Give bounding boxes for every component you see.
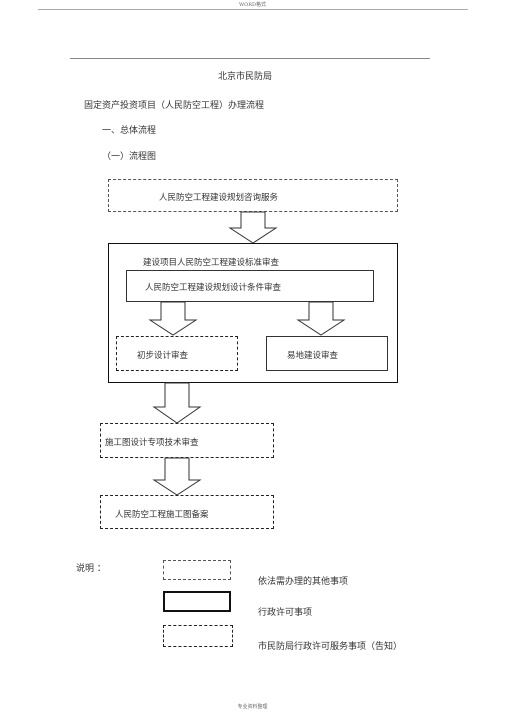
section-heading: 一、总体流程 [102, 126, 157, 136]
flow-arrow-4 [152, 457, 202, 496]
standard-review-group: 建设项目人民防空工程建设标准审查 [108, 243, 398, 383]
step-relocation-review-label: 易地建设审查 [287, 351, 339, 361]
agency-name: 北京市民防局 [218, 72, 273, 82]
legend-dash-dot-swatch [163, 625, 233, 647]
step-construction-drawing-review-box: 施工图设计专项技术审查 [100, 423, 274, 458]
flow-arrow-2b [296, 301, 346, 336]
step-design-conditions-box: 人民防空工程建设规划设计条件审查 [126, 270, 374, 302]
legend-dash-dot-text: 市民防局行政许可服务事项（告知） [258, 642, 403, 652]
flow-arrow-2a [148, 301, 198, 336]
subsection-heading: （一）流程图 [102, 152, 157, 162]
legend-dashed-swatch [163, 560, 231, 580]
page-title: 固定资产投资项目（人民防空工程）办理流程 [84, 101, 265, 111]
step-drawing-filing-box: 人民防空工程施工图备案 [100, 495, 274, 529]
step-relocation-review-box: 易地建设审查 [266, 336, 388, 371]
page-footer: 专业资料整理 [237, 704, 268, 710]
header-rule [38, 9, 468, 10]
step-preliminary-design-box: 初步设计审查 [116, 336, 238, 371]
step-design-conditions-label: 人民防空工程建设规划设计条件审查 [145, 283, 282, 293]
step-preliminary-design-label: 初步设计审查 [137, 351, 189, 361]
legend-label: 说明 ： [76, 564, 106, 574]
step-drawing-filing-label: 人民防空工程施工图备案 [115, 510, 209, 520]
flow-arrow-1 [228, 211, 278, 244]
step-planning-consultation-label: 人民防空工程建设规划咨询服务 [159, 193, 279, 203]
legend-solid-text: 行政许可事项 [258, 608, 313, 618]
step-construction-drawing-review-label: 施工图设计专项技术审查 [105, 438, 199, 448]
step-planning-consultation-box: 人民防空工程建设规划咨询服务 [108, 179, 398, 212]
legend-dashed-text: 依法需办理的其他事项 [258, 577, 349, 587]
flow-arrow-3 [152, 382, 202, 424]
group-title: 建设项目人民防空工程建设标准审查 [143, 258, 280, 268]
page-header-label: WORD格式 [238, 2, 266, 8]
title-rule [70, 58, 430, 59]
legend-solid-swatch [163, 591, 231, 612]
